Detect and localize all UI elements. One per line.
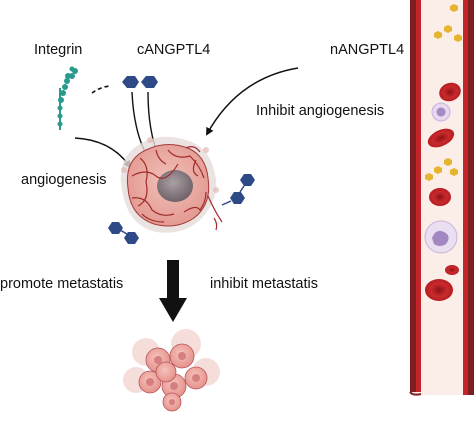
arrow-nangptl4-to-tumor [206,67,299,136]
tumor-cluster-icon [123,329,220,412]
cangptl4-label: cANGPTL4 [137,42,211,58]
angptl4-protein-icon [108,222,139,244]
red-blood-cell-icon [425,82,461,301]
promote-metastasis-label: promote metastatis [0,276,124,292]
integrin-receptor-icon [57,66,78,130]
white-blood-cell-icon [424,102,458,254]
blood-vessel-icon [409,0,474,396]
arrow-integrin-to-tumor [74,137,132,169]
integrin-label: Integrin [34,42,83,58]
angptl4-protein-icon [122,76,158,88]
tumor-cell-icon [120,136,223,233]
inhibit-angiogenesis-label: Inhibit angiogenesis [256,103,385,119]
angiogenesis-label: angiogenesis [21,172,107,188]
nangptl4-label: nANGPTL4 [330,42,405,58]
angptl4-protein-icon [221,174,255,206]
platelet-icon [434,4,462,42]
arrow-down-icon [159,260,187,322]
inhibit-metastasis-label: inhibit metastatis [210,276,318,292]
dashed-interaction-line [91,85,111,94]
platelet-icon [425,158,458,181]
